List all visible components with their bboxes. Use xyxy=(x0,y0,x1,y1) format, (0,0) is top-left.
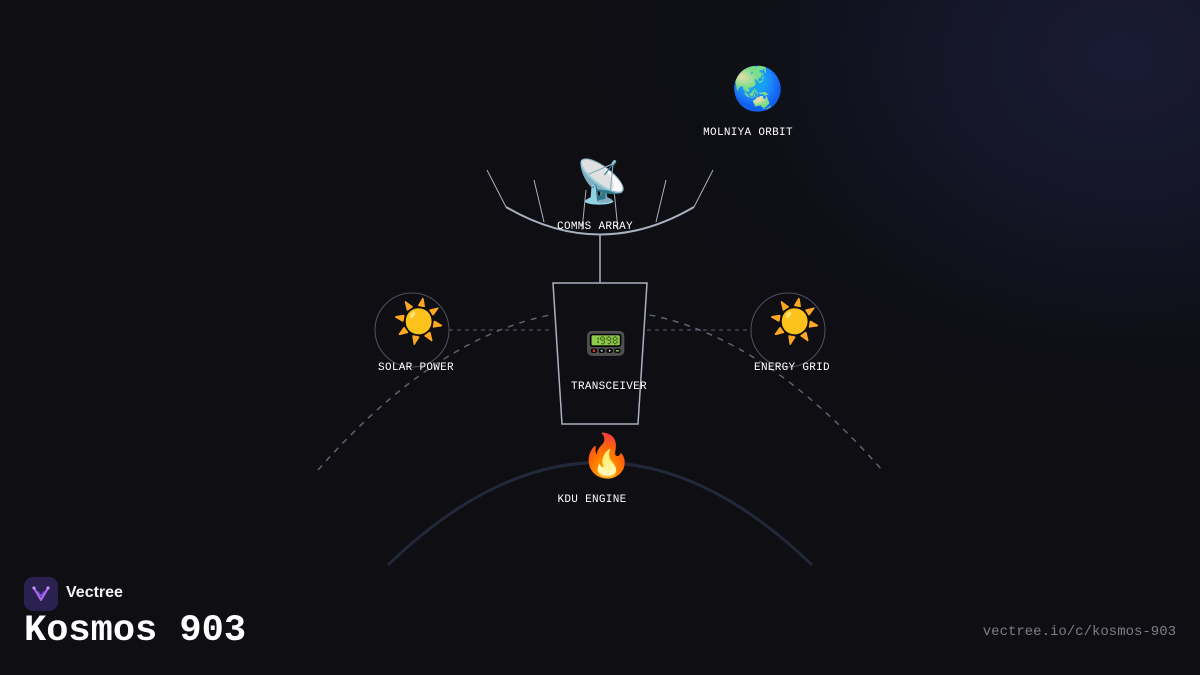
solar-power-label: SOLAR POWER xyxy=(378,362,454,374)
globe-asia-icon: 🌏 xyxy=(731,65,785,114)
kdu-engine-label: KDU ENGINE xyxy=(557,494,627,506)
brand-name[interactable]: Vectree xyxy=(66,584,123,601)
dish-rib xyxy=(613,189,619,231)
energy-panel-circle xyxy=(750,292,826,368)
solar-panel-circle xyxy=(374,292,450,368)
dish-reflector xyxy=(505,206,695,236)
vectree-logo-icon[interactable] xyxy=(24,577,58,611)
dish-rib xyxy=(486,169,507,208)
molniya-orbit-label: MOLNIYA ORBIT xyxy=(703,127,793,139)
comms-array-label: COMMS ARRAY xyxy=(557,221,633,233)
orbit-arc xyxy=(317,309,883,471)
dish-rib xyxy=(693,169,714,208)
dish-rib xyxy=(655,179,667,223)
energy-grid-label: ENERGY GRID xyxy=(754,362,830,374)
vectree-logo-mark xyxy=(32,586,50,601)
fire-icon: 🔥 xyxy=(580,432,634,481)
satellite-dish-icon: 📡 xyxy=(575,158,629,207)
dish-rib xyxy=(533,179,545,223)
planet-horizon-arc xyxy=(386,461,814,567)
sun-icon: ☀️ xyxy=(392,298,446,347)
transceiver-label: TRANSCEIVER xyxy=(571,381,647,393)
page-url[interactable]: vectree.io/c/kosmos-903 xyxy=(982,624,1176,640)
dish-rib xyxy=(581,189,587,231)
pager-icon: 📟 xyxy=(584,324,628,364)
sun-icon: ☀️ xyxy=(768,298,822,347)
satellite-body xyxy=(552,282,648,425)
page-title: Kosmos 903 xyxy=(24,610,247,652)
